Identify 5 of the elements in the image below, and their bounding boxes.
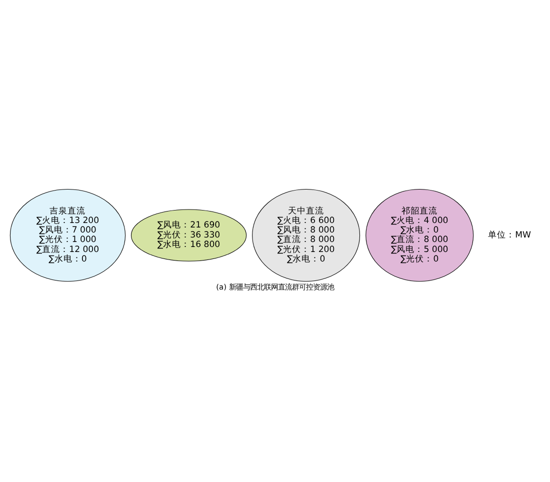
label: 单位：MW: [488, 230, 531, 240]
node-ellipse: 吉泉直流 ∑火电：13 200 ∑风电：7 000 ∑光伏：1 000 ∑直流：12 000 ∑水电：0: [10, 188, 126, 282]
node-ellipse: ∑风电：21 690 ∑光伏：36 330 ∑水电：16 800: [130, 208, 247, 261]
node-ellipse: 祁韶直流 ∑火电：4 000 ∑水电：0 ∑直流：8 000 ∑风电：5 000 ∑光伏：0: [366, 188, 474, 282]
node-ellipse: 天中直流 ∑火电：6 600 ∑风电：8 000 ∑直流：8 000 ∑光伏：1 200 ∑水电：0: [252, 188, 360, 282]
